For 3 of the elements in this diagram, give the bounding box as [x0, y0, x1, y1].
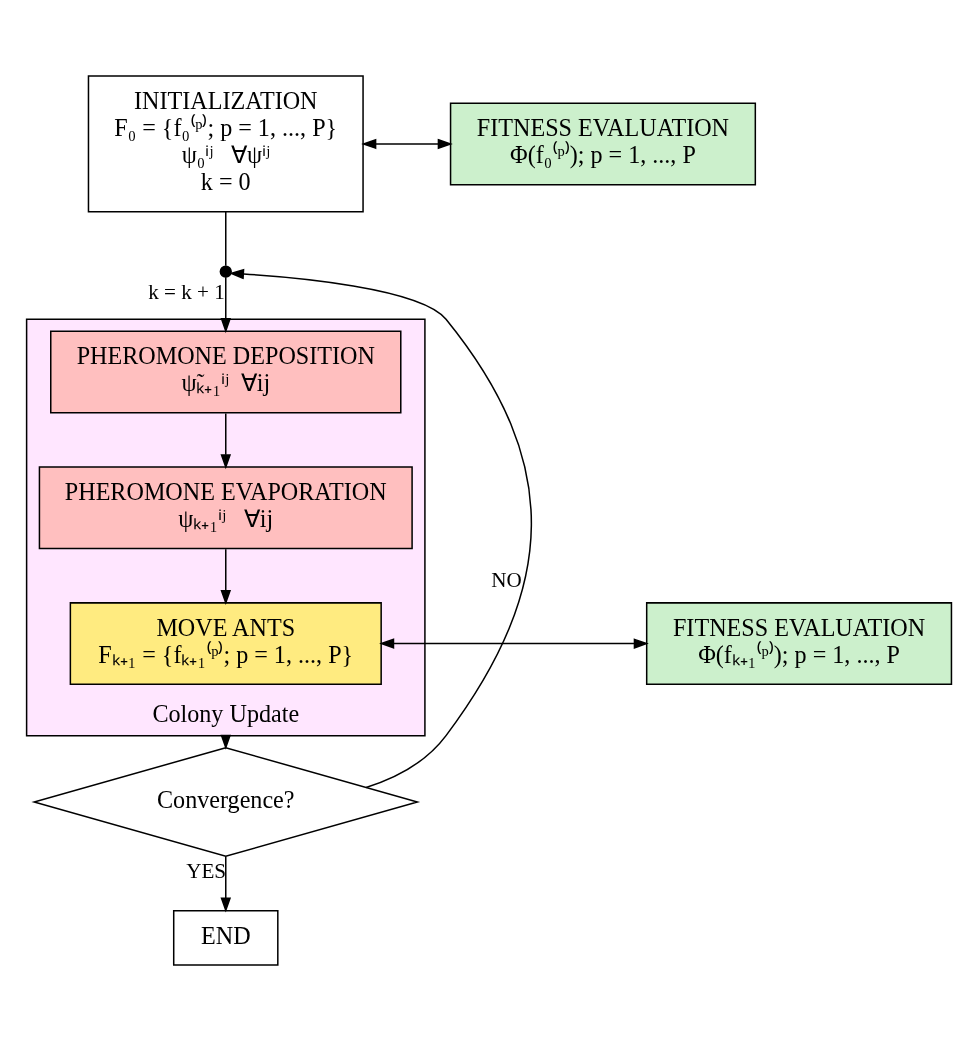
edge-label: k = k + 1: [148, 279, 225, 304]
edge-label: NO: [491, 567, 522, 592]
edge-label: YES: [186, 858, 227, 883]
